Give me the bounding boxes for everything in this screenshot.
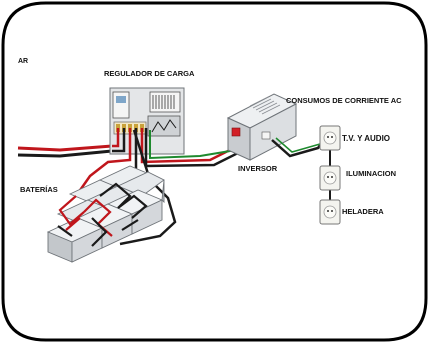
battery-wires (57, 182, 148, 247)
inverter-icon (226, 93, 298, 161)
incoming-wires (17, 144, 113, 158)
label-tv-audio: T.V. Y AUDIO (342, 134, 391, 143)
label-baterias: BATERÍAS (20, 185, 58, 194)
label-regulador: REGULADOR DE CARGA (104, 69, 195, 78)
wall-outlet-icon (319, 165, 341, 191)
wall-outlet-icon (319, 125, 341, 151)
wall-outlet-icon (319, 199, 341, 225)
charge-regulator-icon (109, 87, 185, 155)
label-heladera: HELADERA (342, 207, 384, 216)
label-iluminacion: ILUMINACION (346, 169, 396, 178)
label-inversor: INVERSOR (238, 164, 278, 173)
label-ar: AR (18, 58, 29, 65)
label-consumos: CONSUMOS DE CORRIENTE AC (286, 96, 402, 105)
